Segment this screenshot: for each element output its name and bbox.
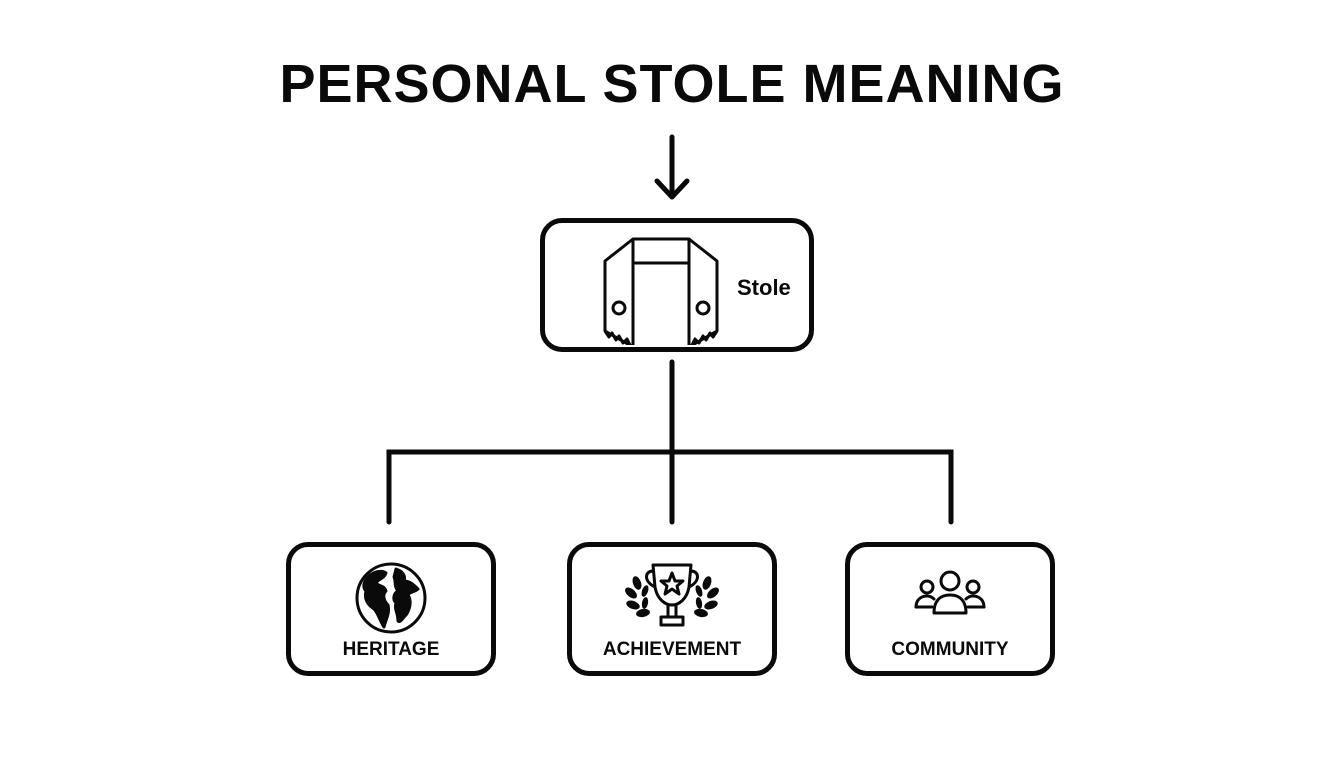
stole-label: Stole	[737, 275, 791, 300]
achievement-label: ACHIEVEMENT	[602, 639, 742, 660]
branch-line	[386, 449, 954, 525]
diagram-title: PERSONAL STOLE MEANING	[279, 54, 1065, 114]
globe-icon	[291, 561, 491, 635]
group-people-icon	[850, 569, 1050, 617]
heritage-node: HERITAGE	[286, 542, 496, 676]
trophy-laurel-icon	[572, 561, 772, 633]
heritage-label: HERITAGE	[342, 639, 440, 660]
community-node: COMMUNITY	[845, 542, 1055, 676]
stole-node: Stole	[540, 218, 814, 352]
arrow-down-icon	[654, 134, 690, 200]
achievement-node: ACHIEVEMENT	[567, 542, 777, 676]
stole-icon	[603, 237, 719, 350]
community-label: COMMUNITY	[891, 639, 1009, 660]
